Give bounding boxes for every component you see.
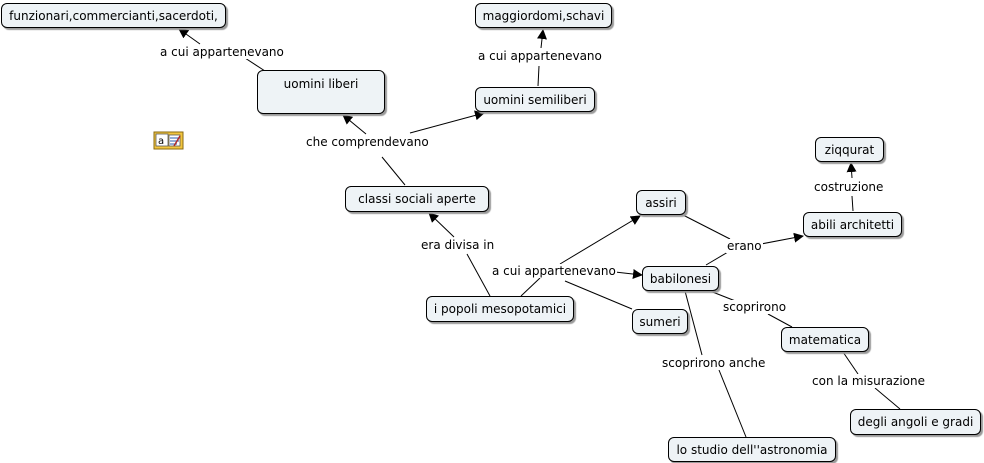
- connector-line: [466, 253, 491, 297]
- connector-line: [718, 369, 747, 438]
- link-label-appartenevano-3[interactable]: a cui appartenevano: [491, 264, 617, 278]
- link-label-appartenevano-2[interactable]: a cui appartenevano: [477, 49, 603, 63]
- concept-funzionari[interactable]: funzionari,commercianti,sacerdoti,: [1, 3, 226, 28]
- connector-line: [846, 162, 857, 179]
- connector-line: [342, 114, 367, 135]
- connector-line: [842, 351, 859, 375]
- connector-line: [559, 215, 641, 265]
- connector-line: [614, 269, 643, 279]
- connector-line: [851, 195, 854, 212]
- connector-line: [874, 387, 901, 410]
- connector-line: [244, 57, 266, 72]
- link-label-comprendevano[interactable]: che comprendevano: [305, 135, 430, 149]
- connector-line: [682, 214, 731, 240]
- annotation-note-icon[interactable]: a: [153, 131, 184, 150]
- concept-popoli-mesopotamici[interactable]: i popoli mesopotamici: [426, 296, 574, 322]
- link-label-misurazione[interactable]: con la misurazione: [811, 374, 926, 388]
- connector-line: [564, 280, 633, 310]
- link-label-era-divisa[interactable]: era divisa in: [420, 238, 496, 252]
- concept-abili-architetti[interactable]: abili architetti: [803, 212, 902, 237]
- concept-classi-sociali[interactable]: classi sociali aperte: [345, 186, 489, 212]
- concept-sumeri[interactable]: sumeri: [632, 309, 688, 334]
- concept-ziqqurat[interactable]: ziqqurat: [815, 137, 884, 162]
- connector-line: [381, 156, 406, 186]
- svg-text:a: a: [158, 136, 164, 147]
- connector-line: [537, 29, 547, 49]
- connector-line: [684, 290, 703, 356]
- concept-assiri[interactable]: assiri: [636, 190, 686, 215]
- connector-line: [428, 212, 455, 238]
- concept-maggiordomi[interactable]: maggiordomi,schavi: [475, 3, 612, 28]
- connector-line: [760, 232, 804, 245]
- connector-line: [767, 313, 793, 328]
- connector-line: [705, 251, 729, 266]
- link-label-scoprirono[interactable]: scoprirono: [722, 300, 788, 314]
- link-label-scoprirono-anche[interactable]: scoprirono anche: [661, 356, 767, 370]
- concept-studio-astronomia[interactable]: lo studio dell''astronomia: [668, 437, 836, 462]
- link-label-erano[interactable]: erano: [726, 239, 763, 253]
- concept-uomini-semiliberi[interactable]: uomini semiliberi: [475, 87, 595, 112]
- link-label-appartenevano-1[interactable]: a cui appartenevano: [159, 45, 285, 59]
- concept-angoli-gradi[interactable]: degli angoli e gradi: [850, 409, 981, 435]
- link-label-costruzione[interactable]: costruzione: [813, 180, 885, 194]
- concept-babilonesi[interactable]: babilonesi: [642, 266, 719, 291]
- connector-line: [520, 277, 541, 297]
- connector-line: [178, 28, 201, 45]
- connector-line: [409, 110, 485, 134]
- concept-matematica[interactable]: matematica: [781, 327, 869, 352]
- connector-line: [537, 65, 540, 87]
- concept-uomini-liberi[interactable]: uomini liberi: [257, 70, 385, 114]
